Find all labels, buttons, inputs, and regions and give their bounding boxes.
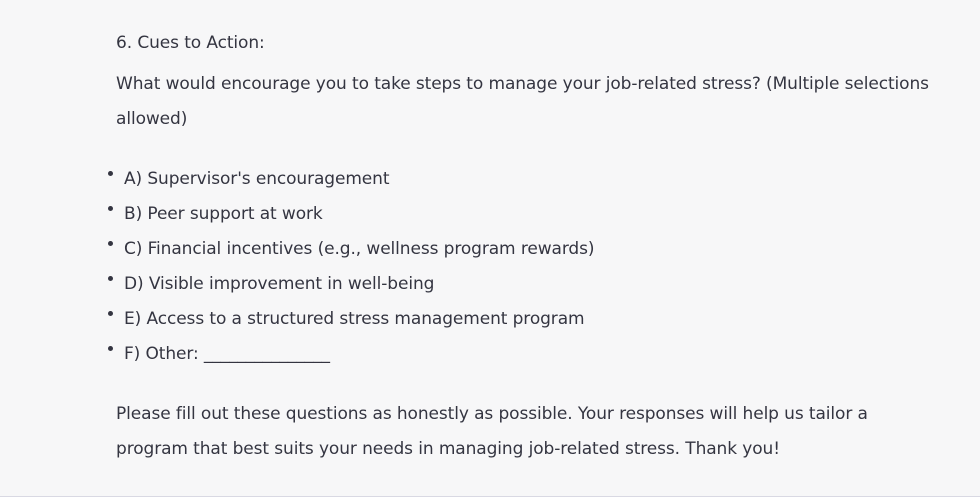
bullet-icon xyxy=(108,311,113,316)
option-label: D) Visible improvement in well-being xyxy=(124,274,435,294)
bullet-icon xyxy=(108,206,113,211)
bullet-icon xyxy=(108,171,113,176)
list-item-option-a: A) Supervisor's encouragement xyxy=(104,162,594,197)
option-label: A) Supervisor's encouragement xyxy=(124,169,390,189)
bullet-icon xyxy=(108,241,113,246)
list-item-option-f: F) Other: _______________ xyxy=(104,337,594,372)
bullet-icon xyxy=(108,346,113,351)
list-item-option-b: B) Peer support at work xyxy=(104,197,594,232)
list-item-option-d: D) Visible improvement in well-being xyxy=(104,267,594,302)
option-label: C) Financial incentives (e.g., wellness … xyxy=(124,239,595,259)
option-label: B) Peer support at work xyxy=(124,204,323,224)
list-item-option-c: C) Financial incentives (e.g., wellness … xyxy=(104,232,595,267)
list-item-option-e: E) Access to a structured stress managem… xyxy=(104,302,594,337)
options-list: A) Supervisor's encouragement B) Peer su… xyxy=(104,162,595,372)
section-heading: 6. Cues to Action: xyxy=(116,33,265,53)
closing-text: Please fill out these questions as hones… xyxy=(116,404,868,459)
bullet-icon xyxy=(108,276,113,281)
question-text: What would encourage you to take steps t… xyxy=(116,74,929,129)
option-label: F) Other: _______________ xyxy=(124,344,330,364)
option-label: E) Access to a structured stress managem… xyxy=(124,309,585,329)
